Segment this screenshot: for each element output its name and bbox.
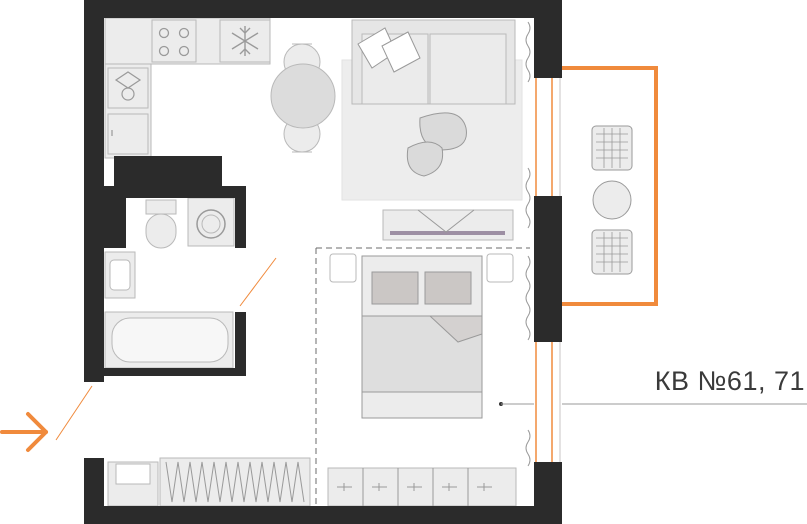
pillow xyxy=(424,271,472,305)
windows xyxy=(534,78,562,462)
living-area xyxy=(341,19,523,201)
coffee-table-small xyxy=(406,141,444,177)
entrance-arrow-icon xyxy=(0,412,48,452)
appliance-marks xyxy=(111,71,142,136)
balcony xyxy=(558,66,658,306)
bathroom xyxy=(104,197,235,369)
dining-set xyxy=(270,43,336,153)
cooktop xyxy=(151,19,197,63)
bed xyxy=(329,253,514,419)
dishwasher xyxy=(107,113,149,155)
pillow xyxy=(371,271,419,305)
wardrobe-hall xyxy=(107,457,311,507)
nightstand xyxy=(329,253,357,283)
coffee-table xyxy=(419,112,467,151)
tv-unit xyxy=(382,209,514,241)
wardrobe-bedroom xyxy=(327,467,517,507)
washing-machine xyxy=(187,197,235,247)
bedroom-zone xyxy=(315,247,530,508)
toilet xyxy=(145,213,177,249)
balcony-table xyxy=(592,180,632,220)
nightstand xyxy=(486,253,514,283)
cushion xyxy=(381,31,421,73)
dining-table xyxy=(270,63,336,129)
toilet-tank xyxy=(145,199,177,215)
curtains xyxy=(525,21,531,467)
door-swing-icon xyxy=(55,257,277,441)
walls xyxy=(84,0,562,524)
kitchen-area xyxy=(104,17,271,159)
snowflake-icon xyxy=(231,26,259,56)
cooktop-icon xyxy=(158,27,190,57)
apartment-label: КВ №61, 71 xyxy=(654,366,805,396)
